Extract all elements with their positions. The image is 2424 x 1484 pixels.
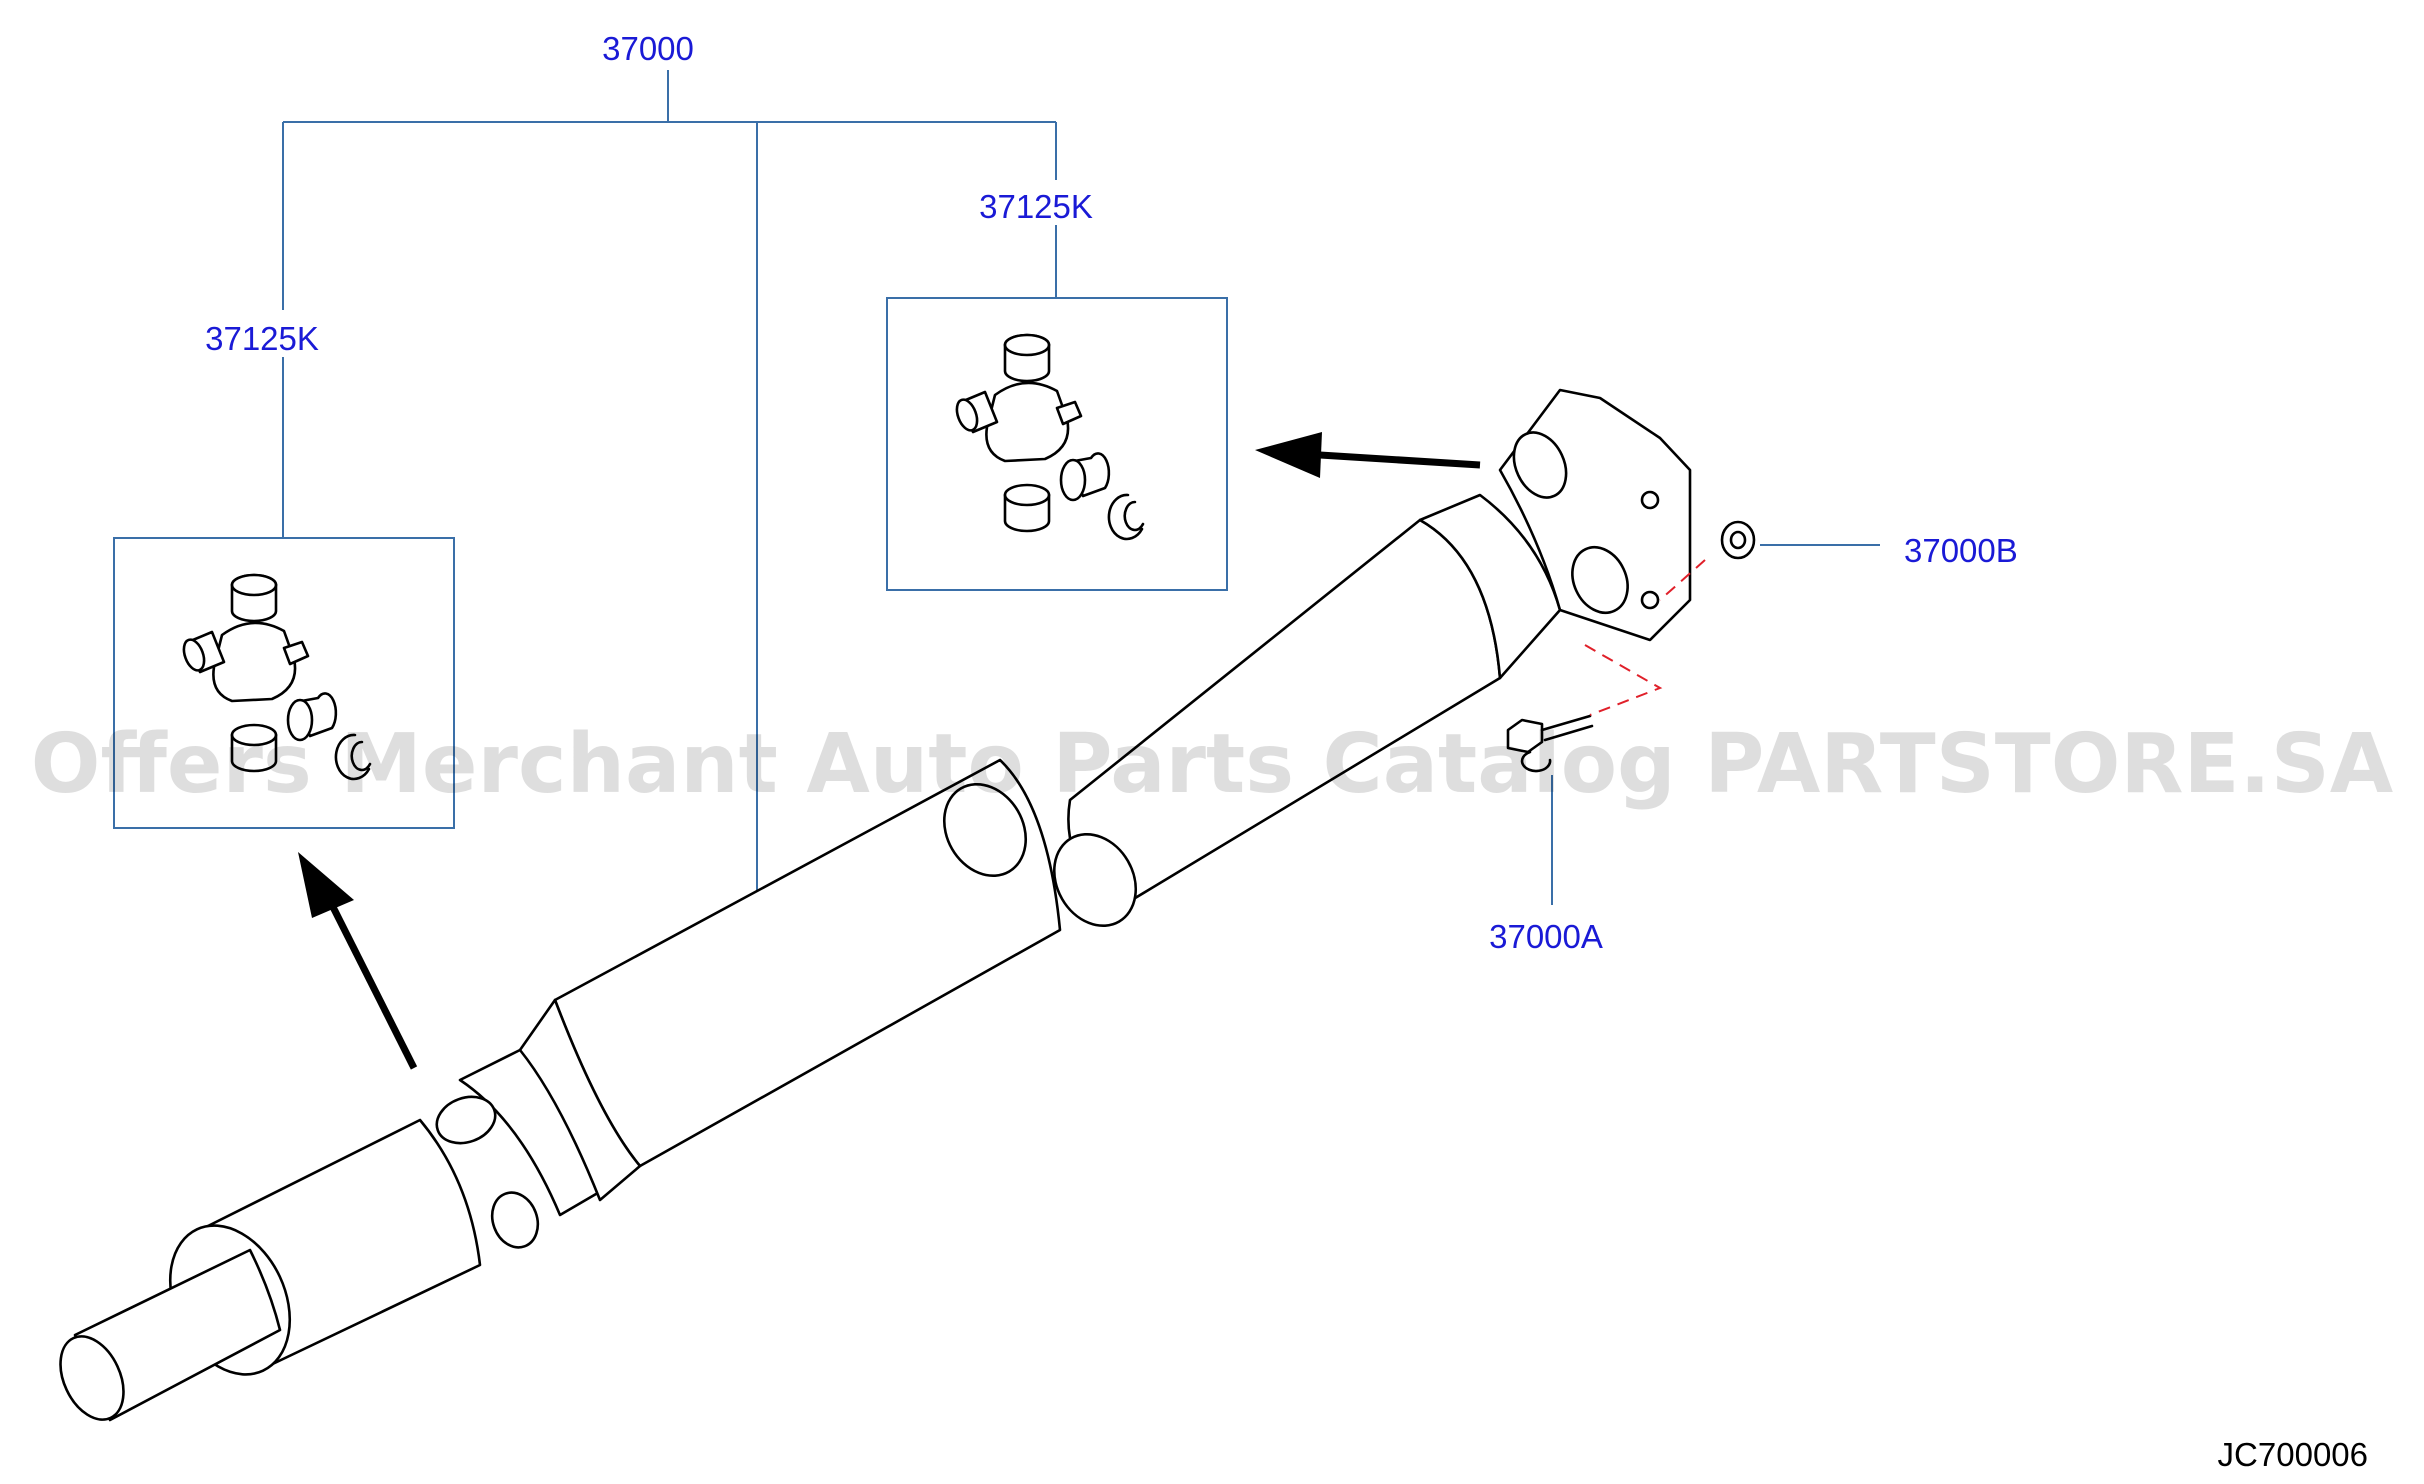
universal-joint-kit-right xyxy=(955,333,1145,541)
joint-kit-detail-frame-left xyxy=(113,537,455,829)
mating-alignment-lines xyxy=(1584,559,1706,716)
arrow-to-left-detail xyxy=(298,852,418,1070)
watermark-text: Offers Merchant Auto Parts Catalog PARTS… xyxy=(31,717,2394,812)
joint-kit-detail-frame-right xyxy=(886,297,1228,591)
arrow-to-right-detail xyxy=(1255,432,1481,478)
callout-37000[interactable]: 37000 xyxy=(602,30,694,67)
callout-37000a[interactable]: 37000A xyxy=(1489,918,1603,955)
callout-37125k-left[interactable]: 37125K xyxy=(205,320,319,357)
flange-bolt xyxy=(1506,714,1594,773)
callout-37125k-right[interactable]: 37125K xyxy=(979,188,1093,225)
callout-37000b[interactable]: 37000B xyxy=(1904,532,2018,569)
universal-joint-kit-left xyxy=(182,573,372,781)
propeller-shaft-assembly xyxy=(59,388,1692,1422)
diagram-code: JC700006 xyxy=(2218,1436,2368,1473)
flange-nut xyxy=(1720,520,1756,560)
assembly-leader-lines xyxy=(282,70,1057,895)
